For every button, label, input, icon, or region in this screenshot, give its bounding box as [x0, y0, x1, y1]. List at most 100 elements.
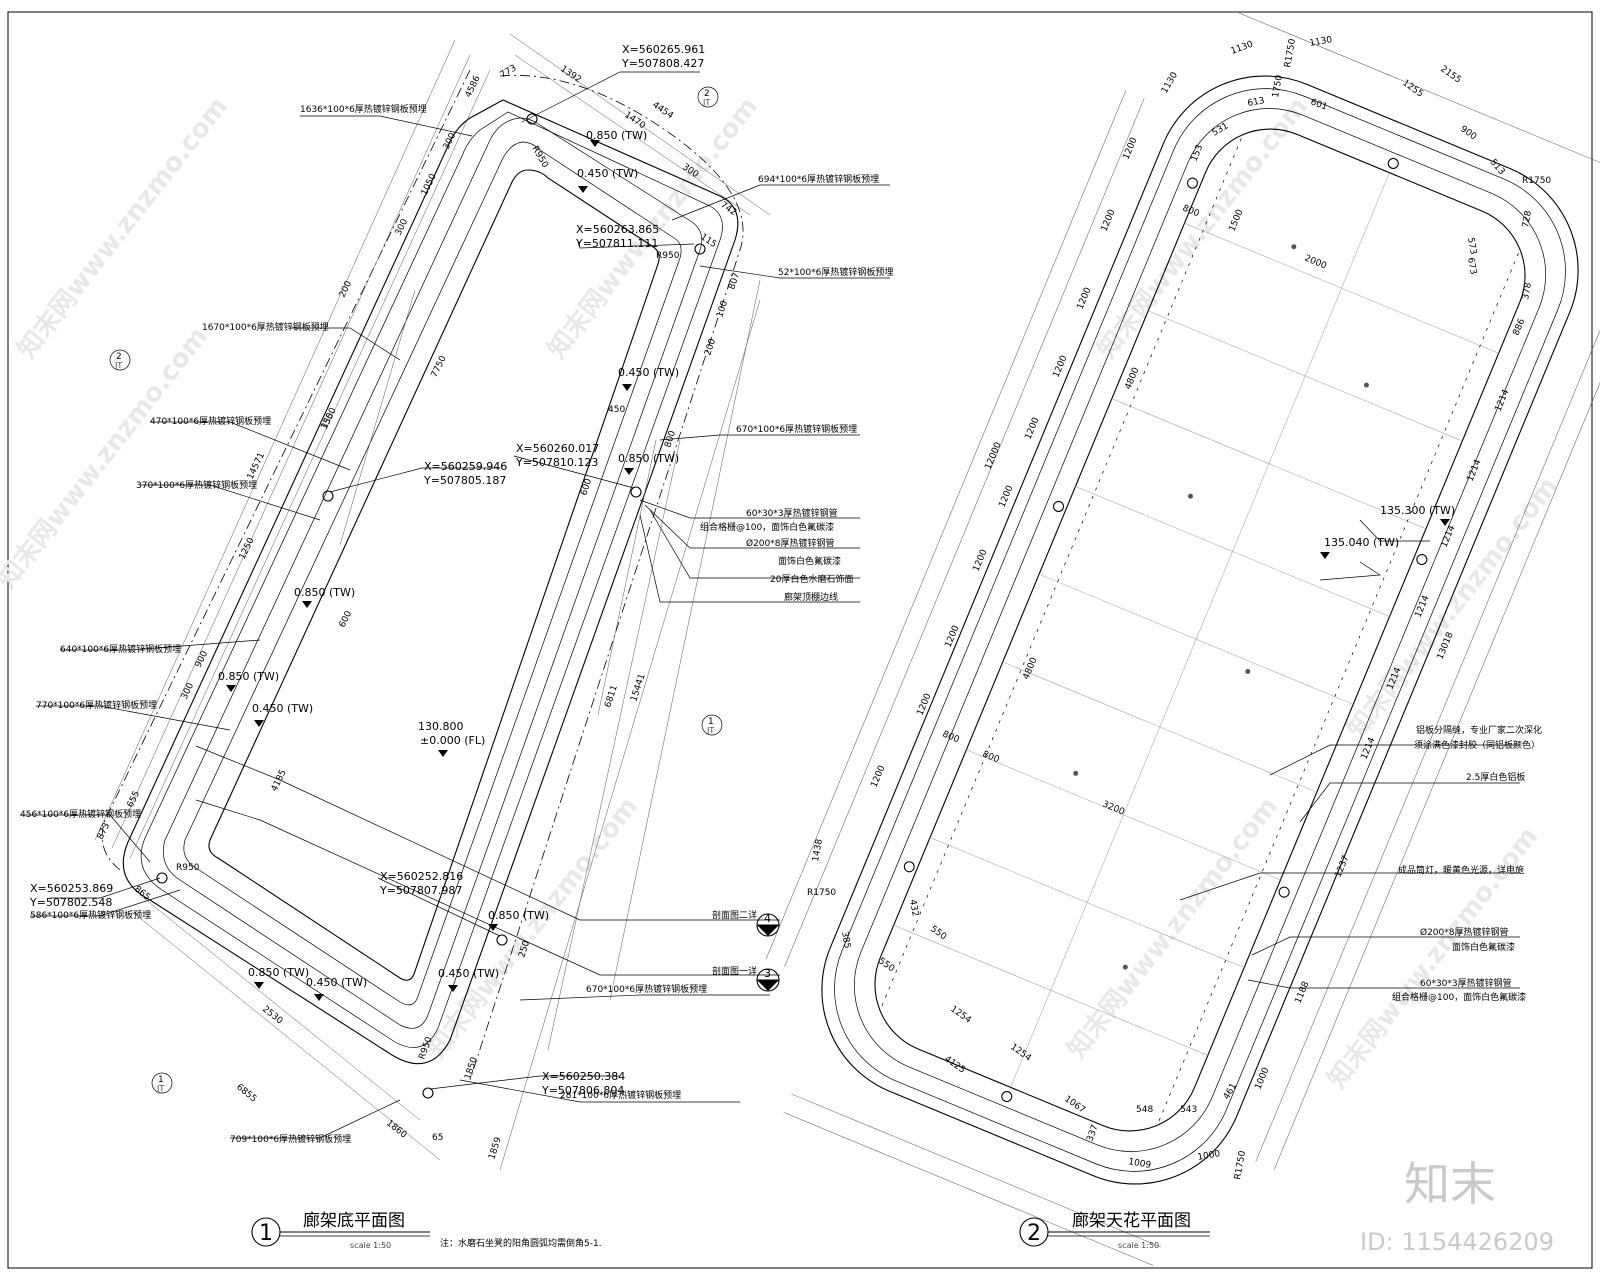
watermark-text: 知末网www.znzmo.com [12, 92, 234, 364]
plan1-dim: 15441 [629, 673, 647, 703]
plan2-beam-line [881, 138, 1242, 1007]
plan1-title: 廊架底平面图 [303, 1211, 405, 1231]
axis-circle-icon [697, 86, 719, 108]
plan2-leader [1179, 872, 1520, 901]
plan2-outline-outer [821, 75, 1579, 1185]
plan1-elevation: 0.850 (TW) [618, 452, 679, 465]
plan2-dim: 550 [928, 924, 948, 942]
plan1-leader [644, 504, 860, 549]
plan1-coord-y: Y=507807.987 [379, 884, 462, 897]
plan2-elevation: 135.040 (TW) [1324, 536, 1399, 549]
axis-tag-num: 2 [704, 89, 710, 99]
plan1-dim-line [139, 894, 421, 1121]
elevation-triangle-icon [302, 601, 312, 608]
plan1-canopy-edge [101, 69, 744, 1081]
downlight-icon [1073, 770, 1079, 776]
plan1-coord-y: Y=507811.111 [575, 237, 658, 250]
plan2-label: Ø200*8厚热镀锌钢管 [1420, 926, 1509, 938]
section-arrow-icon [757, 925, 779, 936]
plan2-leader [1299, 782, 1520, 823]
plan1-dim: 450 [608, 405, 625, 415]
plan1-outline-2 [140, 111, 723, 1048]
plan1-leader [30, 889, 181, 917]
plan1-leader [659, 434, 860, 441]
plan2-dim: 1200 [1024, 416, 1042, 441]
plan1-outline-outer [122, 99, 739, 1065]
plan1-dim: 7750 [430, 354, 449, 379]
plan1-dim-line [129, 909, 441, 1161]
plan2-dim: 1214 [1440, 524, 1458, 549]
plan1-elevation: 0.850 (TW) [218, 670, 279, 683]
plan2-dim-line [1273, 337, 1600, 1170]
plan2-outline-2 [834, 88, 1566, 1172]
plan2-dim-line [1238, 12, 1600, 167]
plan2-column [1001, 1091, 1013, 1103]
plan2-radius: R1750 [1283, 38, 1298, 69]
plan1-dim: 742 [718, 200, 738, 218]
plan1-legend-label: 20厚白色水磨石饰面 [770, 573, 853, 585]
plan1-elevations: 0.850 (TW) 0.450 (TW) 0.850 (TW) 0.450 (… [218, 129, 679, 1001]
plan1-leader [150, 421, 351, 471]
plan1-elevation: 0.450 (TW) [252, 702, 313, 715]
plan1-radius: R950 [176, 863, 200, 873]
plan1-legend-label: 廊架顶棚边线 [784, 591, 838, 603]
plan1-coord-x: X=560265.961 [622, 43, 705, 56]
plan1-note: 注：水磨石坐凳的阳角圆弧均需倒角5-1. [440, 1237, 602, 1249]
axis-circle-icon [109, 349, 131, 371]
plan1-coord-y: Y=507808.427 [621, 57, 704, 70]
plan2-panel-joint [1010, 172, 1390, 1088]
plan1-elevation: 0.850 (TW) [248, 966, 309, 979]
axis-tag-num: 2 [116, 352, 122, 362]
axis-tag-num: 1 [158, 1075, 164, 1085]
plan2-panel-joint [1148, 310, 1463, 442]
plan1-leader [60, 639, 261, 651]
axis-tag-sub: JT [156, 1084, 164, 1093]
axis-tag-sub: JT [702, 98, 710, 107]
plan1-plate-label: 770*100*6厚热镀锌钢板预埋 [36, 699, 157, 711]
plan1-dim: 1250 [238, 536, 257, 561]
plan2-dim-line [783, 1112, 1154, 1266]
plan1-dim: 600 [579, 477, 594, 497]
plan2-dim: 513 [1488, 158, 1507, 178]
plan1-dim: 655 [126, 789, 143, 809]
plan1-coord-x: X=560259.946 [424, 460, 507, 473]
plan1-coord-y: Y=507805.187 [423, 474, 506, 487]
watermark-text: 知末网www.znzmo.com [1062, 792, 1284, 1064]
plan1-dim-line [609, 279, 761, 1001]
plan1-leader [639, 514, 860, 603]
axis-tag-sub: JT [706, 726, 714, 735]
plan2-label: 成品筒灯，暖黄色光源，详电施 [1398, 864, 1524, 876]
plan2-dim: 1067 [1062, 1094, 1086, 1115]
plan2-radius: R1750 [1522, 176, 1551, 186]
watermark-text: 知末网www.znzmo.com [1092, 92, 1314, 364]
plan2-outline-3 [854, 108, 1546, 1152]
plan2-dim: 548 [1136, 1105, 1153, 1115]
plan1-radius: R950 [529, 145, 550, 171]
plan1-leader [300, 115, 473, 137]
plan2-dim: 378 [1521, 282, 1534, 301]
elevation-triangle-icon [622, 384, 632, 391]
downlight-icon [1245, 668, 1251, 674]
plan1-leader [20, 814, 151, 863]
plan1-inner-court [208, 169, 660, 981]
plan2-panel-joint [1184, 222, 1499, 354]
plan2-radius: R1750 [807, 888, 836, 898]
plan1-dim: 1050 [420, 172, 439, 197]
plan1-coord-x: X=560252.816 [380, 870, 463, 883]
plan2-dim: 4800 [1124, 366, 1142, 391]
watermark-text: 知末网www.znzmo.com [422, 792, 644, 1064]
plan1-section-marker: 剖面图一详 3 [712, 965, 780, 992]
plan1-column [156, 872, 168, 884]
plan1-leader [290, 327, 401, 361]
plan1-plate-label: 586*100*6厚热镀锌钢板预埋 [30, 909, 151, 921]
plan1-dim: 1392 [558, 64, 583, 85]
plan1-axis-tag: 2 JT [697, 86, 719, 108]
plan2-dim-line [1255, 330, 1600, 1162]
plan2-dim: 337 [1085, 1123, 1100, 1143]
plan1-plate-label: 1636*100*6厚热镀锌钢板预埋 [300, 103, 427, 115]
plan1-section-ref: 剖面图一详 [712, 965, 757, 977]
plan1-plate-label: 1670*100*6厚热镀锌钢板预埋 [202, 321, 329, 333]
plan1-leader [36, 705, 231, 731]
plan2-dim: 673 [1465, 257, 1478, 276]
plan2-dim: 1237 [1334, 854, 1352, 879]
